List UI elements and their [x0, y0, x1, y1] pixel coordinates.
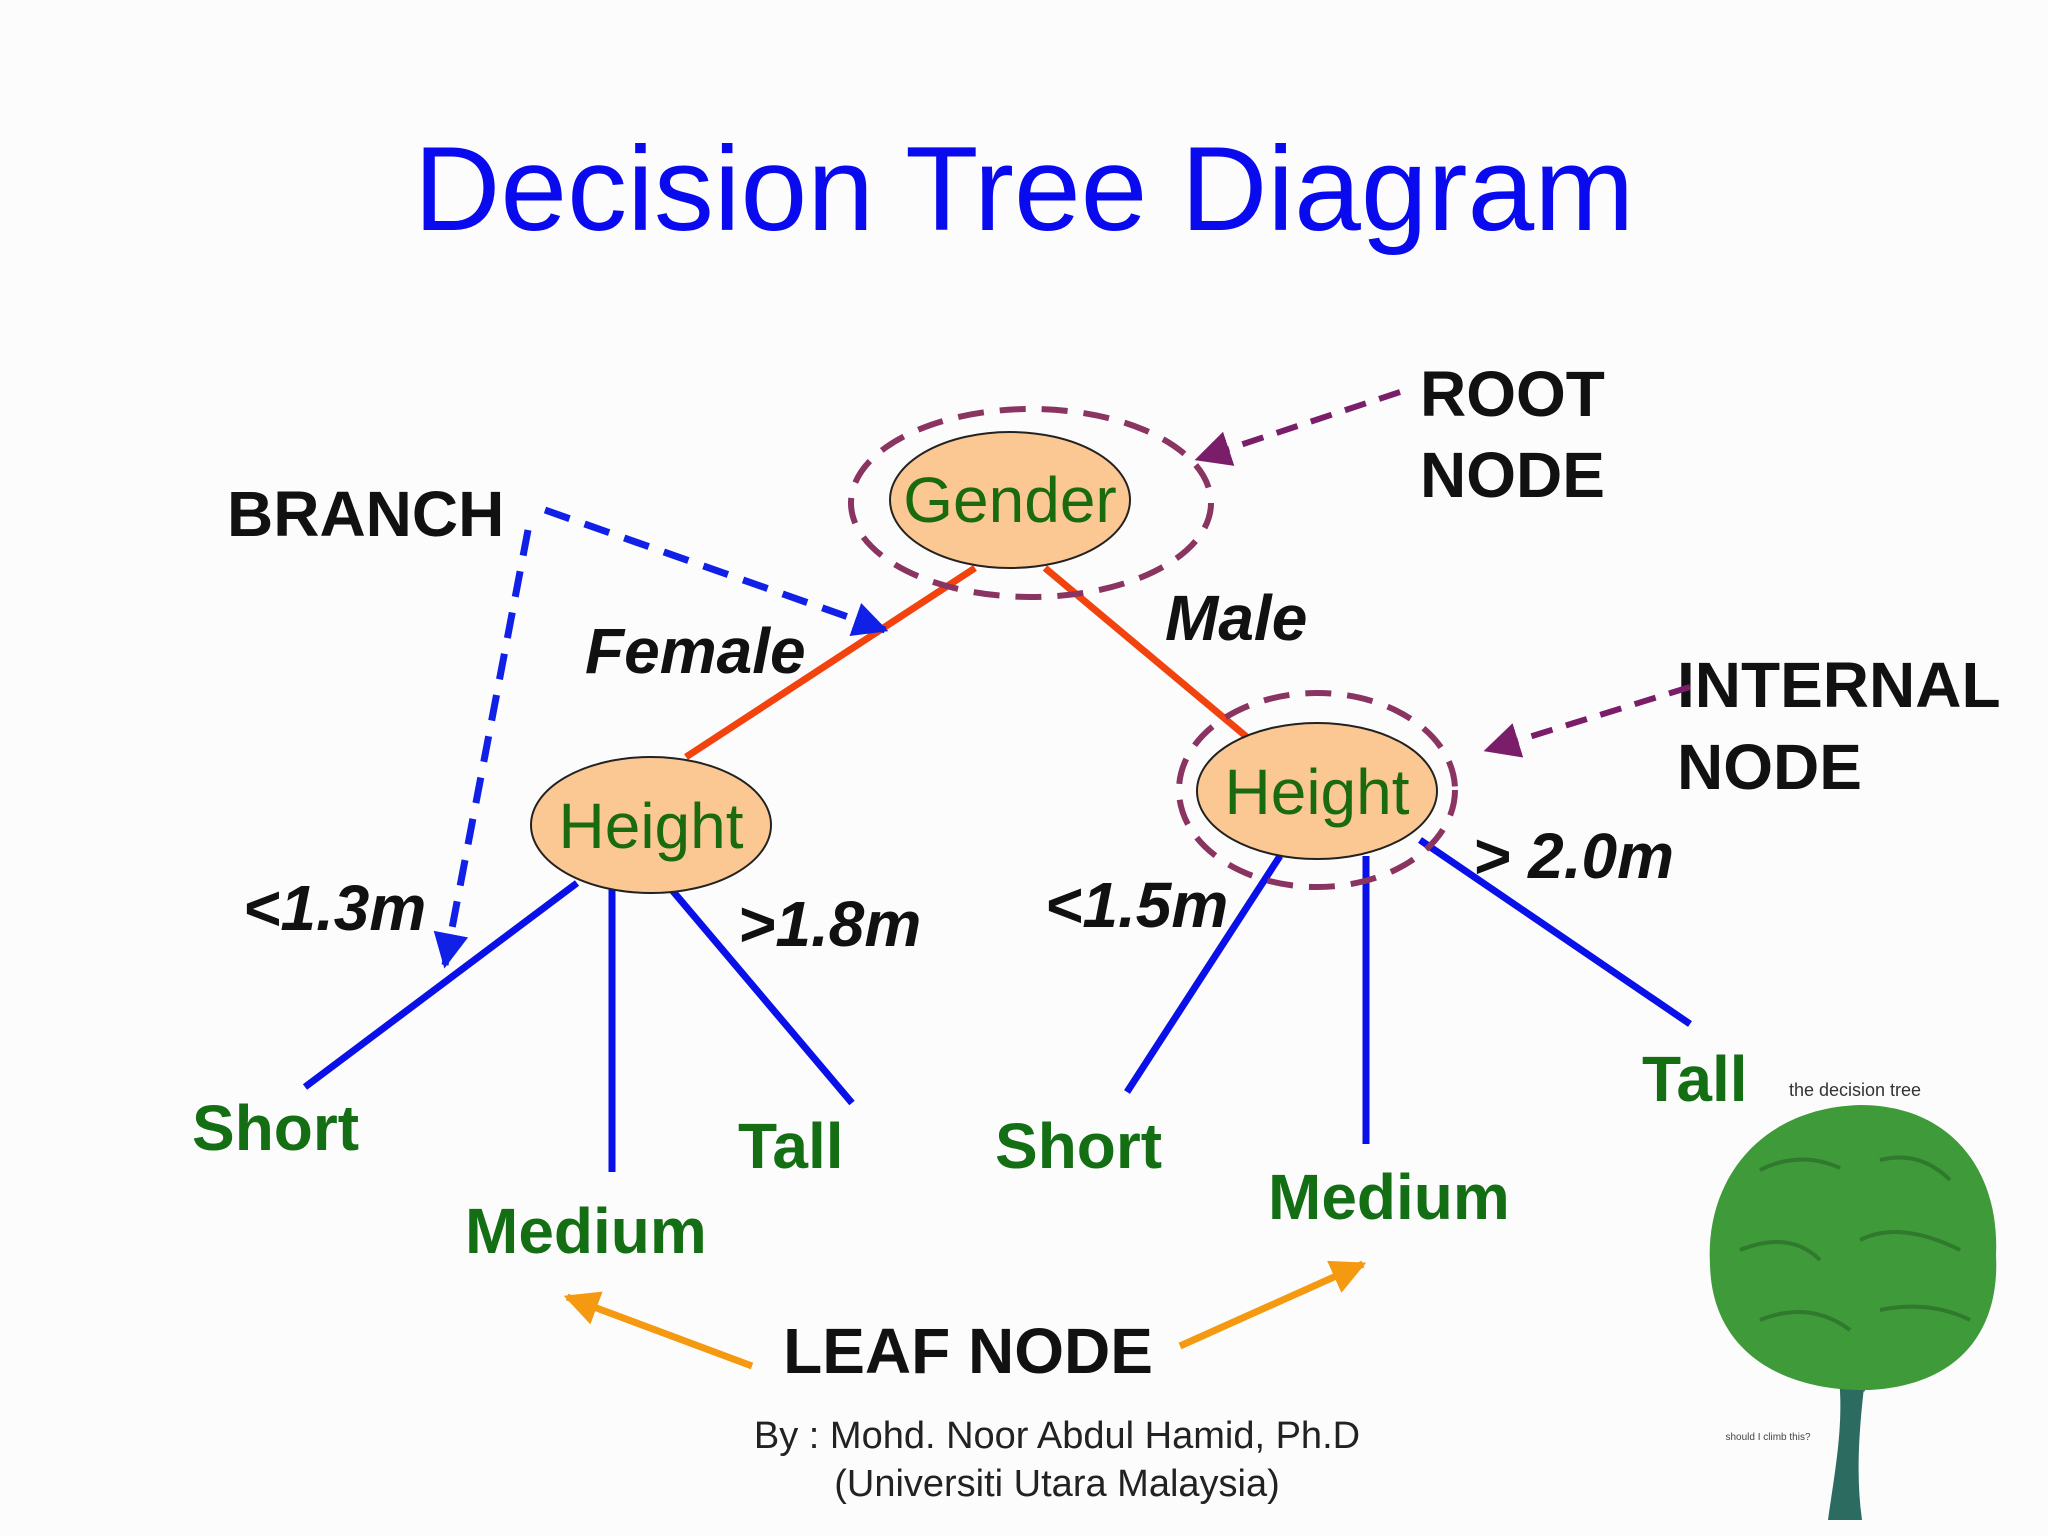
callout-root-line1: ROOT	[1420, 358, 1605, 430]
leaf-left-medium: Medium	[465, 1195, 707, 1267]
callout-branch: BRANCH	[227, 478, 504, 550]
leaf-callout-arrow-right	[1178, 1260, 1367, 1350]
right-internal-node: Height	[1196, 722, 1438, 860]
leaf-right-tall: Tall	[1642, 1043, 1748, 1115]
left-node-label: Height	[559, 790, 744, 862]
tree-illustration-icon: the decision tree should I climb this?	[1709, 1080, 1997, 1520]
edge-female	[684, 565, 977, 760]
leaf-right-medium: Medium	[1268, 1161, 1510, 1233]
root-node: Gender	[889, 431, 1131, 569]
edge-right-short	[1124, 854, 1283, 1094]
edge-left-short	[302, 880, 580, 1090]
edge-label-female: Female	[585, 615, 806, 687]
root-callout-arrow	[1194, 389, 1401, 466]
leaf-right-short: Short	[995, 1110, 1162, 1182]
right-node-label: Height	[1225, 756, 1410, 828]
branch-callout-arrow-down	[433, 529, 532, 969]
edge-right-tall	[1418, 837, 1692, 1027]
tree-caption: the decision tree	[1789, 1080, 1921, 1100]
credit-line-2: (Universiti Utara Malaysia)	[834, 1463, 1280, 1505]
left-internal-node: Height	[530, 756, 772, 894]
leaf-left-tall: Tall	[738, 1110, 844, 1182]
edge-left-tall	[663, 880, 855, 1106]
tree-note: should I climb this?	[1725, 1432, 1810, 1443]
edge-label-lt-1-5m: <1.5m	[1045, 869, 1228, 941]
edge-label-gt-1-8m: >1.8m	[738, 888, 921, 960]
edge-label-gt-2-0m: > 2.0m	[1473, 820, 1674, 892]
branch-callout-arrow-right	[543, 506, 889, 637]
callout-internal-line2: NODE	[1677, 731, 1862, 803]
root-node-outline	[848, 406, 1214, 600]
edge-label-male: Male	[1165, 582, 1307, 654]
credit-line-1: By : Mohd. Noor Abdul Hamid, Ph.D	[754, 1415, 1360, 1457]
callout-internal-line1: INTERNAL	[1677, 649, 2001, 721]
internal-node-outline	[1176, 690, 1458, 890]
page-title: Decision Tree Diagram	[414, 122, 1634, 256]
callout-leaf-node: LEAF NODE	[783, 1315, 1153, 1387]
leaf-callout-arrow-left	[563, 1291, 754, 1370]
internal-callout-arrow	[1483, 684, 1691, 758]
root-node-label: Gender	[903, 464, 1116, 536]
callout-root-line2: NODE	[1420, 439, 1605, 511]
edge-label-lt-1-3m: <1.3m	[243, 872, 426, 944]
leaf-left-short: Short	[192, 1092, 359, 1164]
